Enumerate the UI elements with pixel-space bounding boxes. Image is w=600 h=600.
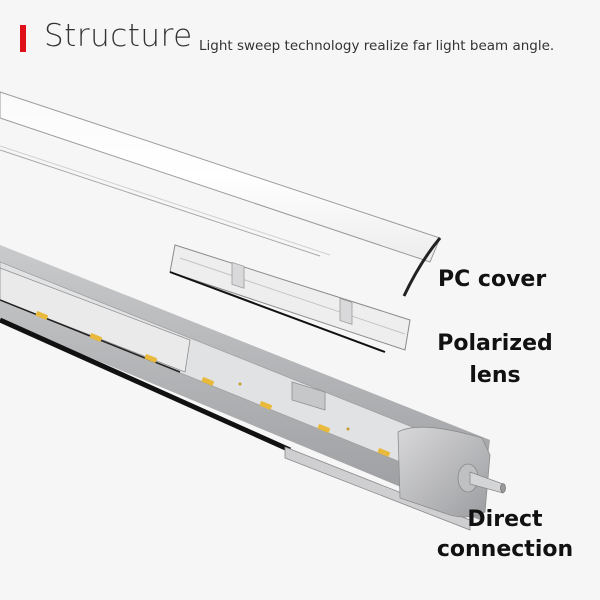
polarized-lens-part — [169, 244, 411, 353]
led-chip — [259, 401, 273, 410]
accent-bar — [20, 25, 26, 52]
end-cap-part — [397, 426, 506, 518]
led-chips — [35, 311, 391, 457]
label-polarized-lens: Polarized lens — [430, 328, 560, 392]
label-polarized-lens-line2: lens — [469, 363, 521, 388]
led-chip — [317, 424, 331, 433]
page-title: Structure — [44, 18, 193, 54]
led-chip — [35, 311, 49, 320]
header: Structure Light sweep technology realize… — [0, 0, 600, 80]
led-chip — [201, 377, 215, 386]
label-direct-connection-line2: connection — [436, 537, 574, 562]
label-pc-cover: PC cover — [438, 267, 547, 292]
label-direct-connection-line1: Direct — [467, 507, 543, 532]
led-chip — [144, 354, 158, 363]
page-subtitle: Light sweep technology realize far light… — [199, 38, 555, 54]
label-polarized-lens-line1: Polarized — [437, 331, 553, 356]
led-chip — [89, 333, 103, 342]
pc-cover-part — [0, 91, 442, 297]
aluminum-body-part — [0, 245, 490, 531]
label-direct-connection: Direct connection — [420, 505, 590, 565]
led-chip — [377, 448, 391, 457]
